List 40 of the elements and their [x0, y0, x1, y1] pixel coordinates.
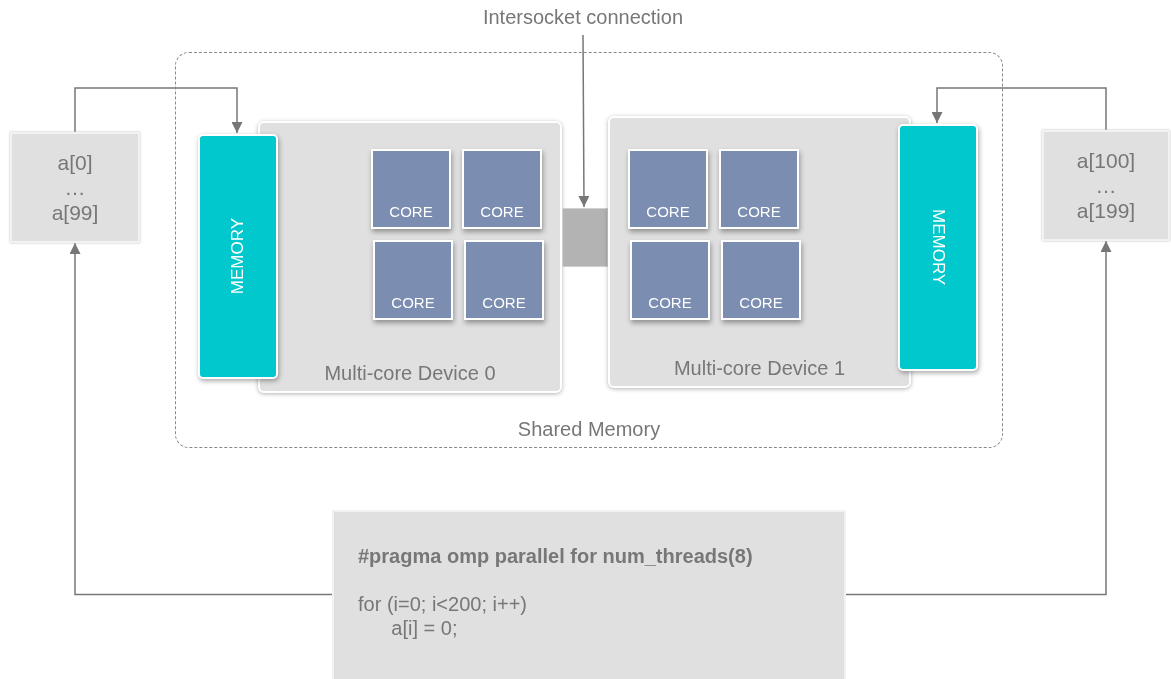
- core-label: CORE: [480, 203, 524, 221]
- array-box: [1042, 130, 1170, 241]
- core-label: CORE: [648, 294, 692, 312]
- core-label: CORE: [482, 294, 526, 312]
- core-box: [628, 149, 708, 229]
- core-box: [719, 149, 799, 229]
- core-label: CORE: [391, 294, 435, 312]
- core-box: [721, 240, 801, 320]
- device-label: Multi-core Device 1: [672, 356, 847, 380]
- connector-arrow: [578, 34, 590, 208]
- code-box: [332, 510, 846, 679]
- connector-arrow: [845, 240, 1112, 596]
- connector-arrow: [74, 87, 243, 134]
- annotation-label: Intersocket connection: [482, 5, 684, 29]
- core-label: CORE: [646, 203, 690, 221]
- memory-label: MEMORY: [227, 218, 248, 295]
- core-box: [371, 149, 451, 229]
- device-label: Multi-core Device 0: [323, 361, 497, 385]
- connector-arrow: [931, 87, 1107, 131]
- device-box: [258, 121, 562, 393]
- core-box: [630, 240, 710, 320]
- core-label: CORE: [389, 203, 433, 221]
- core-box: [464, 240, 544, 320]
- array-range-label: a[0] … a[99]: [51, 149, 99, 226]
- core-label: CORE: [739, 294, 783, 312]
- array-box: [10, 132, 140, 243]
- code-directive: #pragma omp parallel for num_threads(8): [358, 544, 754, 568]
- interconnect-bar: [562, 208, 608, 267]
- core-box: [462, 149, 542, 229]
- core-label: CORE: [737, 203, 781, 221]
- array-range-label: a[100] … a[199]: [1076, 147, 1136, 224]
- device-box: [608, 116, 911, 388]
- memory-label: MEMORY: [928, 209, 949, 286]
- region-label: Shared Memory: [516, 417, 662, 441]
- core-box: [373, 240, 453, 320]
- memory-module: [198, 134, 278, 379]
- code-loop: for (i=0; i<200; i++) a[i] = 0;: [358, 592, 528, 640]
- shared-memory-region: [175, 52, 1003, 448]
- memory-module: [898, 124, 978, 371]
- connector-arrow: [69, 242, 333, 596]
